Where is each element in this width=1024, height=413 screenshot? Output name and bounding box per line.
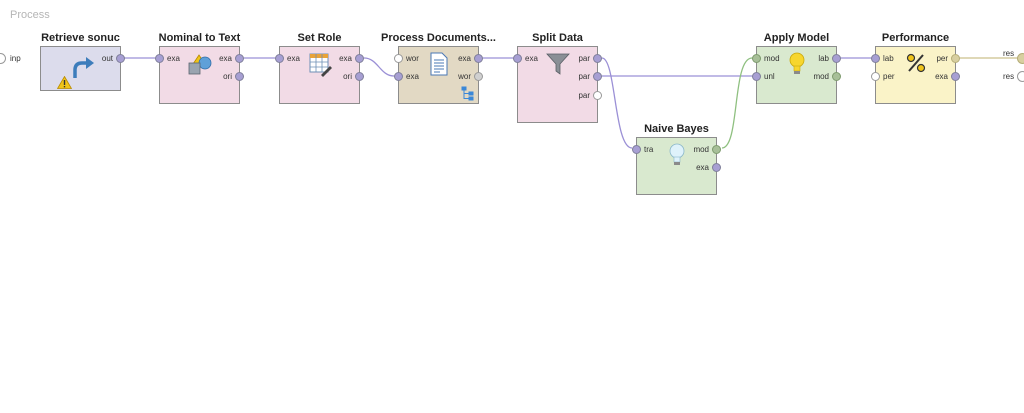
port-label: per [883, 72, 895, 81]
output-port-par[interactable] [593, 54, 602, 63]
funnel-icon [546, 53, 570, 75]
output-port-per[interactable] [951, 54, 960, 63]
output-port-out[interactable] [116, 54, 125, 63]
operator-apply-model[interactable]: Apply Model mod unl lab mod [752, 32, 841, 104]
output-port-exa[interactable] [712, 163, 721, 172]
input-port-wor[interactable] [394, 54, 403, 63]
port-label: ori [343, 72, 352, 81]
port-label: per [936, 54, 948, 63]
port-label: exa [696, 163, 709, 172]
process-title: Process [10, 9, 50, 21]
input-port-per[interactable] [871, 72, 880, 81]
operator-split-data[interactable]: Split Data exa par par par [513, 32, 602, 123]
output-port-mod[interactable] [712, 145, 721, 154]
output-port-exa[interactable] [355, 54, 364, 63]
output-port-ori[interactable] [355, 72, 364, 81]
lightbulb-icon [669, 143, 685, 165]
port-label: exa [525, 54, 538, 63]
table-edit-icon [309, 53, 332, 77]
port-label: mod [693, 145, 709, 154]
port-label: exa [167, 54, 180, 63]
operator-set-role[interactable]: Set Role exa exa ori [275, 32, 364, 104]
output-port-par[interactable] [593, 72, 602, 81]
operator-performance[interactable]: Performance lab per per exa [871, 32, 960, 104]
output-port-exa[interactable] [474, 54, 483, 63]
output-port-exa[interactable] [951, 72, 960, 81]
port-label: exa [219, 54, 232, 63]
operator-title: Naive Bayes [644, 123, 709, 135]
port-label: exa [458, 54, 471, 63]
input-port-exa[interactable] [513, 54, 522, 63]
process-input-port-label: inp [10, 54, 21, 63]
retrieve-arrow-icon [73, 57, 94, 78]
port-label: mod [764, 54, 780, 63]
port-label: par [578, 72, 590, 81]
port-label: lab [818, 54, 829, 63]
output-port-mod[interactable] [832, 72, 841, 81]
output-port-lab[interactable] [832, 54, 841, 63]
operator-retrieve[interactable]: Retrieve sonuc out [40, 32, 125, 91]
wire-split-to-naive[interactable] [601, 57, 633, 149]
operator-title: Apply Model [763, 32, 830, 44]
operator-title: Retrieve sonuc [41, 32, 120, 44]
wire-naive-to-apply[interactable] [721, 57, 753, 149]
subprocess-icon [461, 86, 474, 101]
input-port-mod[interactable] [752, 54, 761, 63]
port-label: par [578, 91, 590, 100]
operator-title: Split Data [532, 32, 583, 44]
port-label: par [578, 54, 590, 63]
port-label: ori [223, 72, 232, 81]
operator-title: Performance [881, 32, 950, 44]
operator-title: Set Role [297, 32, 342, 44]
port-label: mod [813, 72, 829, 81]
port-label: wor [458, 72, 471, 81]
port-label: wor [406, 54, 419, 63]
port-label: exa [287, 54, 300, 63]
result-port-label: res [1003, 49, 1015, 58]
document-icon [430, 52, 448, 76]
output-port-par[interactable] [593, 91, 602, 100]
port-label: exa [406, 72, 419, 81]
lightbulb-icon [789, 52, 805, 74]
result-port[interactable] [1017, 53, 1024, 64]
warning-icon [57, 76, 72, 89]
port-label: unl [764, 72, 775, 81]
input-port-unl[interactable] [752, 72, 761, 81]
percent-icon [906, 53, 926, 73]
input-port-lab[interactable] [871, 54, 880, 63]
port-label: exa [935, 72, 948, 81]
operator-process-documents[interactable]: Process Documents... wor exa exa wor [381, 32, 496, 104]
output-port-exa[interactable] [235, 54, 244, 63]
convert-shapes-icon [188, 54, 212, 75]
wire-setrole-to-processdocs[interactable] [363, 57, 395, 77]
input-port-exa[interactable] [275, 54, 284, 63]
operator-nominal-to-text[interactable]: Nominal to Text exa exa ori [155, 32, 244, 104]
input-port-tra[interactable] [632, 145, 641, 154]
port-label: tra [644, 145, 654, 154]
operator-title: Nominal to Text [158, 32, 241, 44]
port-label: lab [883, 54, 894, 63]
operator-title: Process Documents... [381, 32, 496, 44]
input-port-exa[interactable] [394, 72, 403, 81]
port-label: exa [339, 54, 352, 63]
input-port-exa[interactable] [155, 54, 164, 63]
port-label: out [101, 54, 113, 63]
output-port-wor[interactable] [474, 72, 483, 81]
result-port[interactable] [1017, 71, 1024, 82]
output-port-ori[interactable] [235, 72, 244, 81]
operator-naive-bayes[interactable]: Naive Bayes tra mod exa [632, 123, 721, 195]
result-port-label: res [1003, 72, 1015, 81]
